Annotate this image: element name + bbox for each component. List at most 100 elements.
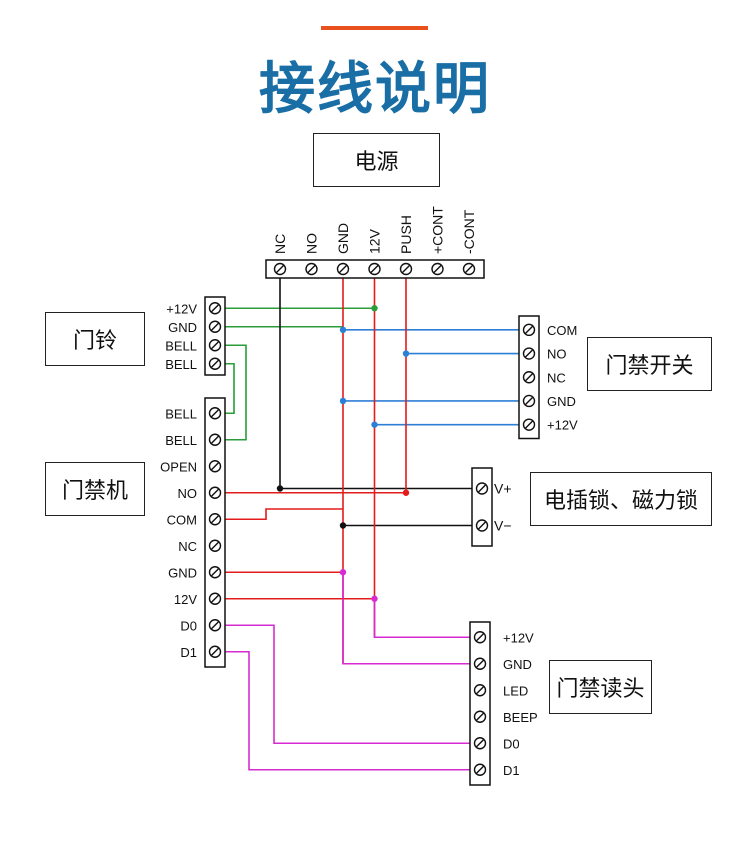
controller-pin-label: COM [167,512,197,527]
lock-terminal-block-terminal-2 [475,519,489,532]
reader-pin-label: D1 [503,763,520,778]
reader-terminal-block-terminal-3 [473,684,487,697]
controller-terminal-block-terminal-1 [208,407,222,420]
controller-box: 门禁机 [45,462,145,516]
reader-d1-wire [225,650,470,771]
junction-dot [371,595,378,602]
controller-terminal-block-terminal-3 [208,460,222,473]
power-terminal-6 [431,262,444,276]
reader-pin-label: LED [503,683,528,698]
reader-terminal-block-terminal-5 [473,737,487,750]
doorbell-terminal-block [204,296,226,376]
reader-terminal-block-terminal-2 [473,657,487,670]
doorbell-pin-label: +12V [166,301,197,316]
doorbell-terminal-block-terminal-3 [208,339,222,352]
exit-switch-terminal-block-terminal-2 [522,347,536,360]
exit-switch-label: 门禁开关 [605,354,694,379]
exit-switch-pin-label: GND [547,394,576,409]
exit-switch-pin-label: +12V [547,418,578,433]
reader-d0-wire [225,624,470,745]
exit-switch-terminal-block-terminal-1 [522,323,536,337]
doorbell-terminal-block-terminal-4 [208,357,222,370]
doorbell-terminal-block-terminal-1 [208,302,222,315]
reader-12v-wire [373,598,470,639]
controller-terminal-block-terminal-5 [208,513,222,526]
title-accent-bar [321,26,428,30]
controller-terminal-block-terminal-6 [208,539,222,552]
controller-terminal-block-terminal-2 [208,433,222,446]
power-terminal-3 [336,262,350,276]
exit-switch-terminal-block-terminal-3 [522,371,536,384]
junction-dot [339,569,347,576]
controller-pin-label: 12V [174,592,197,607]
exit-switch-box: 门禁开关 [587,337,712,391]
reader-pin-label: GND [503,657,532,672]
bell-wire-2 [225,362,235,415]
junction-dot [371,421,378,428]
reader-pin-label: +12V [503,630,534,645]
lock-label: 电插锁、磁力锁 [543,489,698,514]
doorbell-pin-label: BELL [165,357,197,372]
power-pin-label: 12V [367,228,383,254]
controller-pin-label: NO [178,486,198,501]
power-pin-label: PUSH [398,215,414,254]
page-title: 接线说明 [259,57,491,122]
reader-pin-label: D0 [503,736,520,751]
reader-label: 门禁读头 [556,677,645,702]
power-pin-label: +CONT [430,206,446,254]
junction-dot [402,350,410,357]
controller-terminal-block-terminal-7 [208,566,222,579]
power-box: 电源 [313,133,440,187]
reader-terminal-block [469,621,491,786]
lock-terminal-block [471,467,493,547]
doorbell-terminal-block-terminal-2 [208,320,222,333]
exit-switch-pin-label: COM [547,323,577,338]
controller-pin-label: OPEN [160,459,197,474]
reader-gnd-wire [342,572,470,665]
bell-wire-1 [225,344,247,441]
controller-pin-label: BELL [165,406,197,421]
junction-dot [276,485,284,492]
lock-box: 电插锁、磁力锁 [530,472,712,526]
power-terminal-5 [399,262,413,276]
power-terminal-2 [305,262,318,276]
power-terminal-7 [462,262,476,276]
power-pin-label: -CONT [461,209,477,254]
doorbell-label: 门铃 [72,329,117,354]
reader-terminal-block-terminal-4 [473,710,487,723]
com-wire [225,508,343,521]
power-terminal-4 [368,262,381,276]
controller-terminal-block-terminal-10 [208,645,222,658]
junction-dot [339,522,347,529]
controller-label: 门禁机 [61,479,128,504]
reader-terminal-block-terminal-1 [473,631,487,644]
exit-switch-terminal-block-terminal-4 [522,394,536,408]
controller-terminal-block-terminal-9 [208,619,222,632]
reader-pin-label: BEEP [503,710,538,725]
power-pin-label: NC [272,234,288,254]
power-label: 电源 [354,150,399,175]
controller-pin-label: D0 [180,618,197,633]
push-wire [225,278,407,494]
reader-box: 门禁读头 [549,660,652,714]
lock-pin-label: V− [494,518,512,534]
power-pin-label: NO [304,233,320,254]
doorbell-pin-label: GND [168,320,197,335]
lock-terminal-block-terminal-1 [475,482,489,495]
power-pin-label: GND [335,223,351,254]
doorbell-box: 门铃 [45,312,145,366]
junction-dot [339,326,347,334]
junction-dot [371,305,378,312]
controller-terminal-block-terminal-4 [208,486,222,499]
exit-switch-terminal-block-terminal-5 [522,418,536,431]
lock-pin-label: V+ [494,481,512,497]
controller-pin-label: GND [168,565,197,580]
junction-dot [339,397,347,405]
controller-pin-label: D1 [180,645,197,660]
power-terminal-1 [273,262,287,276]
controller-pin-label: NC [178,539,197,554]
exit-switch-pin-label: NO [547,347,567,362]
controller-terminal-block-terminal-8 [208,592,222,605]
junction-dot [402,489,410,496]
